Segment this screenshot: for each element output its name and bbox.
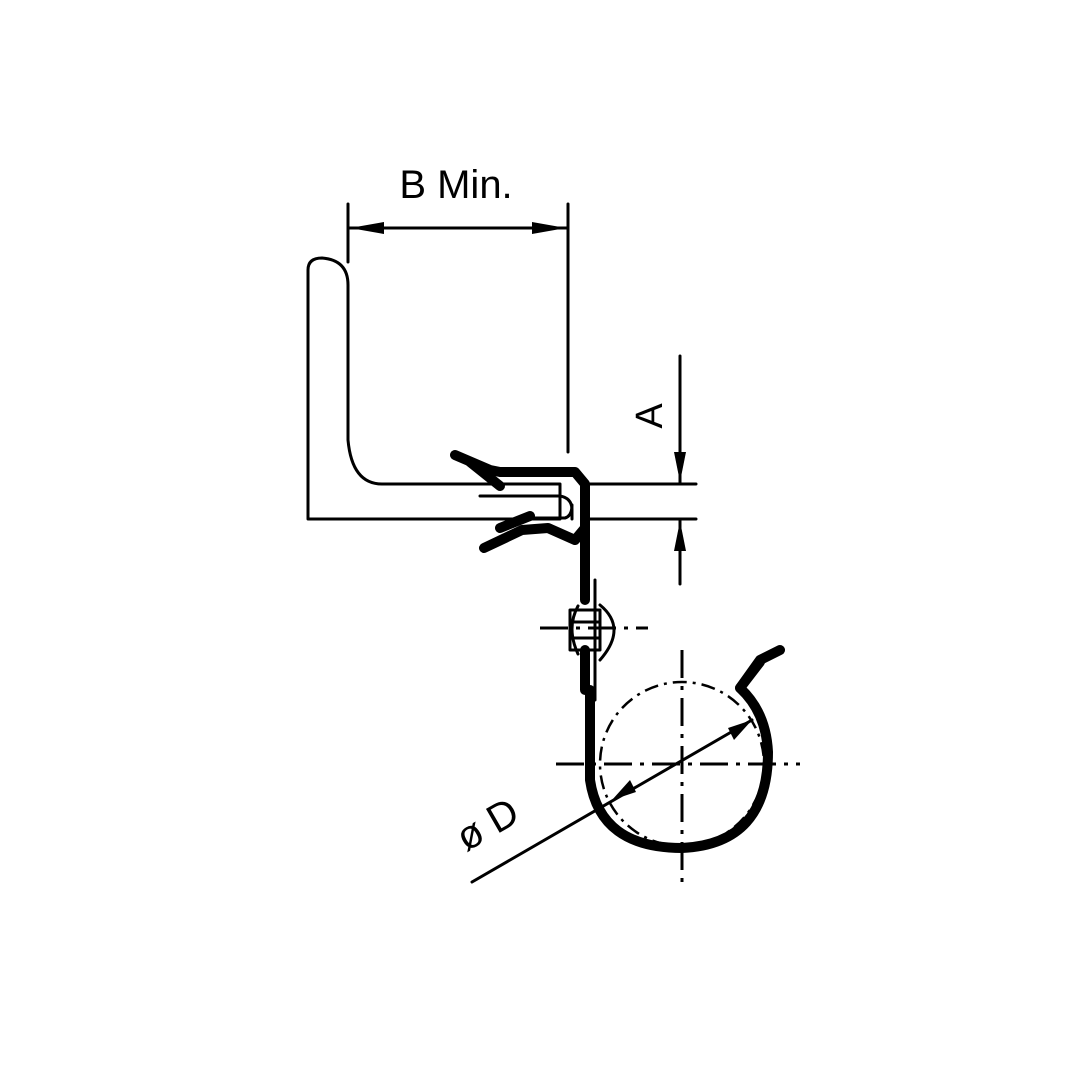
beam-clamp-bottom-tooth xyxy=(495,511,535,533)
bolt-head-arc xyxy=(598,603,616,662)
beam-clamp-top-tooth xyxy=(465,457,505,491)
diameter-arrow-lower xyxy=(612,780,636,800)
diameter-label: ø D xyxy=(449,790,527,860)
a-label: A xyxy=(629,403,671,429)
beam-clamp-bottom-jaw xyxy=(479,523,590,553)
beam-clamp-inner-lip xyxy=(528,503,574,520)
pipe-ring-strap xyxy=(585,645,785,853)
bolt-nut-left xyxy=(570,604,580,656)
b-min-arrow-left xyxy=(350,222,384,234)
diameter-leader-line xyxy=(470,718,754,884)
diameter-arrow-upper xyxy=(728,720,752,740)
angle-beam-outline xyxy=(306,256,562,521)
a-arrow-top xyxy=(674,452,686,482)
b-min-arrow-right xyxy=(532,222,566,234)
a-arrow-bottom xyxy=(674,521,686,551)
pipe-ring-end xyxy=(735,657,765,693)
b-min-label: B Min. xyxy=(399,163,512,207)
